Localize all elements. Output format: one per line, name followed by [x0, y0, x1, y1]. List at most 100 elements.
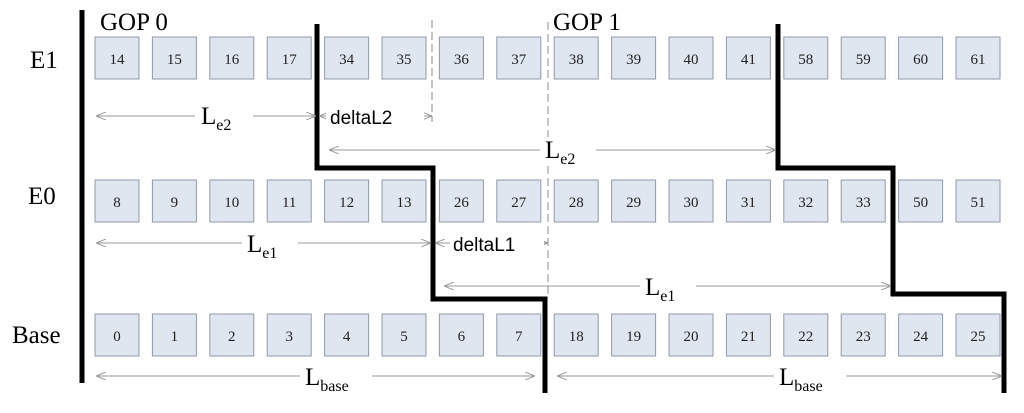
row-label-e0: E0 — [28, 183, 56, 210]
frame-box-e0 — [668, 179, 714, 223]
span-label-le2-a: Le2 — [201, 103, 231, 134]
frame-number-e1: 34 — [339, 52, 355, 68]
frame-box-e0 — [266, 179, 312, 223]
frame-number-e1: 14 — [110, 52, 126, 68]
frame-box-base — [553, 313, 599, 357]
frame-box-e1 — [266, 36, 312, 80]
frame-number-e0: 30 — [684, 195, 699, 211]
frame-number-base: 2 — [228, 329, 236, 345]
frame-box-base — [381, 313, 427, 357]
frame-box-base — [955, 313, 1001, 357]
frame-number-base: 25 — [971, 329, 986, 345]
frame-box-e1 — [496, 36, 542, 80]
span-label-le2-b: Le2 — [545, 137, 575, 168]
frame-box-e0 — [381, 179, 427, 223]
frame-number-base: 6 — [458, 329, 466, 345]
frame-box-e1 — [209, 36, 255, 80]
frame-box-e0 — [438, 179, 484, 223]
span-label-delta-l1: deltaL1 — [453, 235, 515, 256]
frame-box-e1 — [553, 36, 599, 80]
frame-box-base — [438, 313, 484, 357]
frame-box-e1 — [94, 36, 140, 80]
frame-box-e1 — [955, 36, 1001, 80]
frame-number-e1: 37 — [511, 52, 527, 68]
frame-number-e1: 40 — [684, 52, 699, 68]
frame-number-base: 18 — [569, 329, 584, 345]
frame-number-e0: 10 — [224, 195, 239, 211]
frame-box-e1 — [898, 36, 944, 80]
frame-box-base — [840, 313, 886, 357]
frame-number-e1: 38 — [569, 52, 584, 68]
frame-box-base — [496, 313, 542, 357]
frame-number-e0: 8 — [113, 195, 121, 211]
frame-box-e1 — [324, 36, 370, 80]
frame-box-base — [94, 313, 140, 357]
frame-box-e0 — [955, 179, 1001, 223]
frame-box-e1 — [611, 36, 657, 80]
frame-box-base — [725, 313, 771, 357]
frame-number-e1: 41 — [741, 52, 756, 68]
frame-number-e0: 31 — [741, 195, 756, 211]
frame-number-base: 21 — [741, 329, 756, 345]
frame-number-e1: 15 — [167, 52, 182, 68]
frame-number-e1: 39 — [626, 52, 641, 68]
span-label-le1-b: Le1 — [645, 274, 675, 305]
frame-box-base — [668, 313, 714, 357]
frame-box-e0 — [783, 179, 829, 223]
frame-box-e0 — [898, 179, 944, 223]
frame-number-e1: 59 — [856, 52, 871, 68]
frame-box-e0 — [209, 179, 255, 223]
frame-number-e1: 16 — [224, 52, 240, 68]
frame-number-e1: 61 — [971, 52, 986, 68]
frame-number-e1: 60 — [913, 52, 928, 68]
gop-0-label: GOP 0 — [100, 9, 168, 36]
frame-number-e0: 13 — [397, 195, 412, 211]
frame-number-base: 20 — [684, 329, 699, 345]
frame-box-e1 — [668, 36, 714, 80]
frame-box-e1 — [783, 36, 829, 80]
frame-number-e1: 36 — [454, 52, 470, 68]
frame-box-base — [611, 313, 657, 357]
frame-number-e0: 28 — [569, 195, 584, 211]
frame-number-base: 4 — [343, 329, 351, 345]
frame-box-e0 — [725, 179, 771, 223]
frame-box-base — [151, 313, 197, 357]
frame-box-base — [783, 313, 829, 357]
frame-number-e0: 32 — [798, 195, 813, 211]
row-label-e1: E1 — [30, 47, 58, 74]
frame-number-base: 24 — [913, 329, 929, 345]
frame-box-e0 — [553, 179, 599, 223]
frame-box-e1 — [151, 36, 197, 80]
frame-box-e1 — [438, 36, 484, 80]
frame-number-e0: 29 — [626, 195, 641, 211]
frame-number-base: 19 — [626, 329, 641, 345]
frame-number-e0: 50 — [913, 195, 928, 211]
frame-number-base: 3 — [285, 329, 293, 345]
frame-number-base: 22 — [798, 329, 813, 345]
frame-number-base: 23 — [856, 329, 871, 345]
frame-number-e0: 51 — [971, 195, 986, 211]
span-label-lbase-b: Lbase — [779, 364, 823, 395]
frame-number-base: 0 — [113, 329, 121, 345]
frame-number-base: 1 — [171, 329, 179, 345]
frame-number-e1: 35 — [397, 52, 412, 68]
row-label-base: Base — [12, 322, 61, 349]
frame-box-base — [324, 313, 370, 357]
frame-box-e0 — [611, 179, 657, 223]
frame-number-e0: 33 — [856, 195, 871, 211]
frame-box-base — [898, 313, 944, 357]
frame-box-base — [209, 313, 255, 357]
frame-box-e1 — [725, 36, 771, 80]
gop-1-label: GOP 1 — [553, 9, 621, 36]
frame-box-e0 — [840, 179, 886, 223]
frame-number-e1: 17 — [282, 52, 298, 68]
frame-number-e0: 26 — [454, 195, 470, 211]
span-label-delta-l2: deltaL2 — [330, 108, 392, 129]
frame-box-e0 — [151, 179, 197, 223]
frame-number-e0: 9 — [171, 195, 179, 211]
span-label-lbase-a: Lbase — [305, 364, 349, 395]
frame-box-base — [266, 313, 312, 357]
frame-number-base: 5 — [400, 329, 408, 345]
frame-number-e0: 12 — [339, 195, 354, 211]
